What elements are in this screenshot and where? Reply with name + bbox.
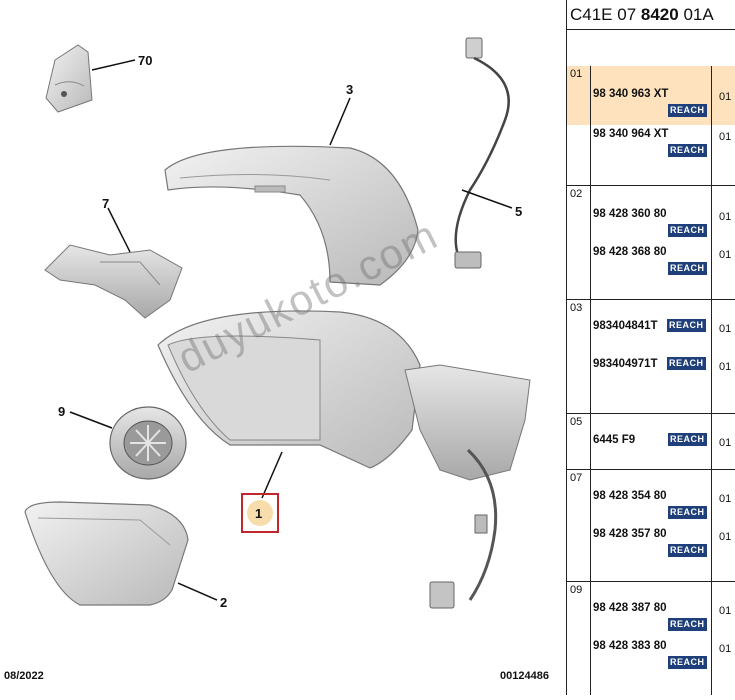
part-2-mirror-glass[interactable] <box>24 501 189 606</box>
selected-part-highlight <box>241 493 279 533</box>
quantity: 01 <box>719 643 732 655</box>
group-03: 03 983404841T 01 REACH 983404971T 01 REA… <box>567 300 735 414</box>
part-number: 6445 F9 <box>593 434 636 446</box>
reach-badge: REACH <box>668 144 707 157</box>
reach-badge: REACH <box>668 618 707 631</box>
part-entry[interactable]: 98 428 387 80 01 REACH <box>593 602 735 640</box>
parts-list-panel: C41E 07 8420 01A 01 98 340 963 XT 01 REA… <box>566 0 735 695</box>
quantity: 01 <box>719 437 732 449</box>
group-code: 07 <box>570 472 583 484</box>
group-07: 07 98 428 354 80 01 REACH 98 428 357 80 … <box>567 470 735 582</box>
group-code: 05 <box>570 416 583 428</box>
part-3-mirror-cover[interactable] <box>164 145 419 286</box>
reach-badge: REACH <box>668 433 707 446</box>
callout-5[interactable]: 5 <box>515 204 522 219</box>
diagram-date: 08/2022 <box>4 670 44 682</box>
part-number: 983404841T <box>593 320 658 332</box>
leader-1 <box>261 451 283 499</box>
part-entry[interactable]: 983404841T 01 REACH <box>593 319 735 358</box>
part-9-adjust-motor[interactable] <box>109 406 187 480</box>
group-09: 09 98 428 387 80 01 REACH 98 428 383 80 … <box>567 582 735 695</box>
part-1-mirror-assembly[interactable] <box>157 310 531 609</box>
part-number: 98 428 387 80 <box>593 602 667 614</box>
reach-badge: REACH <box>667 319 706 332</box>
header-prefix: C41E 07 <box>570 5 641 24</box>
group-code: 01 <box>570 68 583 80</box>
callout-2[interactable]: 2 <box>220 595 227 610</box>
parts-list-subheader <box>567 30 735 67</box>
part-number: 98 428 383 80 <box>593 640 667 652</box>
callout-7[interactable]: 7 <box>102 196 109 211</box>
parts-list-header: C41E 07 8420 01A <box>567 0 735 30</box>
part-number: 98 428 368 80 <box>593 246 667 258</box>
reach-badge: REACH <box>668 544 707 557</box>
part-entry[interactable]: 98 340 964 XT 01 REACH <box>593 128 735 166</box>
header-suffix: 01A <box>678 5 714 24</box>
quantity: 01 <box>719 91 732 103</box>
diagram-reference-number: 00124486 <box>500 670 549 682</box>
parts-diagram: 70 3 7 5 9 <box>4 37 549 682</box>
quantity: 01 <box>719 493 732 505</box>
quantity: 01 <box>719 131 732 143</box>
callout-9[interactable]: 9 <box>58 404 65 419</box>
header-code: 8420 <box>640 5 679 24</box>
callout-1[interactable]: 1 <box>255 506 262 521</box>
part-7-bracket[interactable] <box>44 244 183 319</box>
leader-5 <box>461 189 513 209</box>
leader-7 <box>107 207 131 253</box>
group-code: 02 <box>570 188 583 200</box>
reach-badge: REACH <box>668 104 707 117</box>
quantity: 01 <box>719 361 732 373</box>
group-02: 02 98 428 360 80 01 REACH 98 428 368 80 … <box>567 186 735 300</box>
leader-3 <box>329 97 351 146</box>
part-entry[interactable]: 98 428 360 80 01 REACH <box>593 208 735 246</box>
part-70-clip[interactable] <box>45 44 93 113</box>
part-entry[interactable]: 98 428 368 80 01 REACH <box>593 246 735 284</box>
part-5-wiring-harness[interactable] <box>454 37 510 269</box>
group-code: 03 <box>570 302 583 314</box>
reach-badge: REACH <box>668 262 707 275</box>
part-entry[interactable]: 98 428 383 80 01 REACH <box>593 640 735 678</box>
part-number: 983404971T <box>593 358 658 370</box>
group-01: 01 98 340 963 XT 01 REACH 98 340 964 XT … <box>567 66 735 186</box>
reach-badge: REACH <box>668 506 707 519</box>
leader-2 <box>177 582 218 601</box>
part-number: 98 428 360 80 <box>593 208 667 220</box>
reach-badge: REACH <box>668 224 707 237</box>
part-entry[interactable]: 98 428 357 80 01 REACH <box>593 528 735 566</box>
quantity: 01 <box>719 249 732 261</box>
part-entry[interactable]: 98 340 963 XT 01 REACH <box>593 88 735 126</box>
reach-badge: REACH <box>668 656 707 669</box>
group-05: 05 6445 F9 01 REACH <box>567 414 735 470</box>
selected-row-highlight <box>567 66 735 125</box>
part-entry[interactable]: 98 428 354 80 01 REACH <box>593 490 735 528</box>
callout-1-marker <box>247 500 273 526</box>
callout-70[interactable]: 70 <box>138 53 152 68</box>
quantity: 01 <box>719 211 732 223</box>
part-number: 98 428 357 80 <box>593 528 667 540</box>
leader-9 <box>69 411 113 429</box>
part-number: 98 428 354 80 <box>593 490 667 502</box>
quantity: 01 <box>719 531 732 543</box>
quantity: 01 <box>719 323 732 335</box>
part-number: 98 340 964 XT <box>593 128 669 140</box>
callout-3[interactable]: 3 <box>346 82 353 97</box>
leader-70 <box>91 59 136 71</box>
quantity: 01 <box>719 605 732 617</box>
part-number: 98 340 963 XT <box>593 88 669 100</box>
reach-badge: REACH <box>667 357 706 370</box>
exploded-view: 70 3 7 5 9 <box>24 37 531 610</box>
part-entry[interactable]: 6445 F9 01 REACH <box>593 433 735 472</box>
group-code: 09 <box>570 584 583 596</box>
part-entry[interactable]: 983404971T 01 REACH <box>593 357 735 396</box>
